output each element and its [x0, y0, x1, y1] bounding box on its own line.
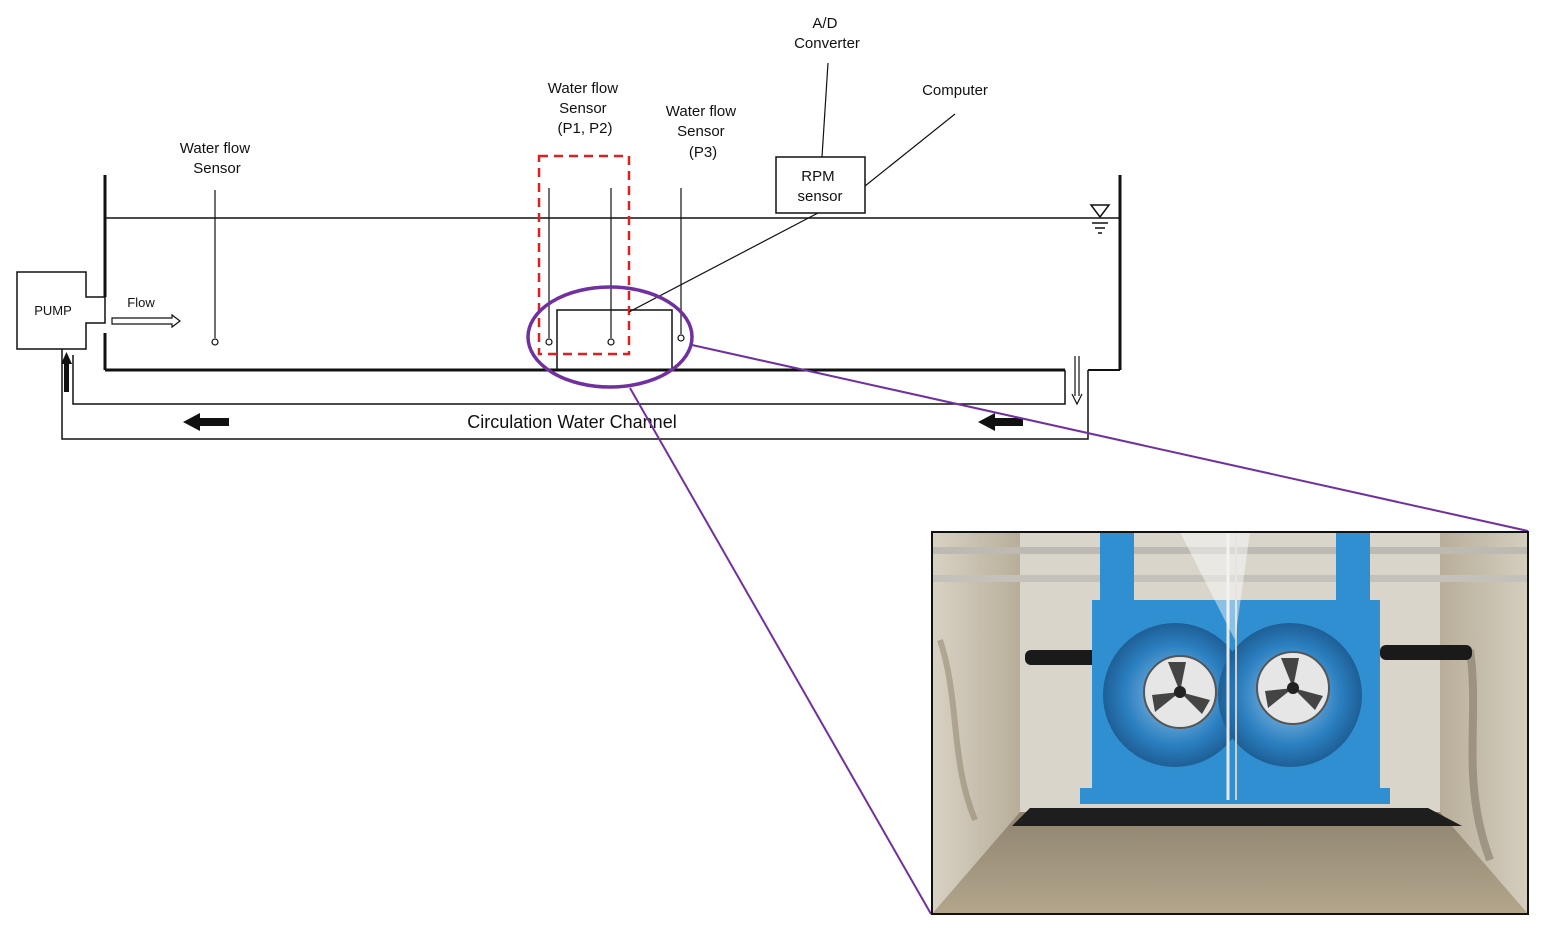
- rotor-right: [1256, 651, 1330, 725]
- turbine-model-box: [556, 309, 673, 371]
- flow-label: Flow: [127, 295, 155, 310]
- rpm-sensor-box: [775, 156, 866, 214]
- channel-label: Circulation Water Channel: [467, 412, 676, 432]
- p1-p2-sensor-label: Water flow Sensor (P1, P2): [548, 80, 622, 137]
- pump-label: PUMP: [34, 303, 72, 318]
- p1-p2-dashed-box: [537, 154, 631, 356]
- water-flow-sensor-p3: [677, 188, 685, 342]
- water-flow-sensor-p1: [545, 188, 553, 346]
- inlet-water-flow-sensor: [211, 190, 219, 346]
- connection-lines: [628, 62, 956, 313]
- inlet-sensor-label: Water flow Sensor: [180, 140, 254, 177]
- rpm-sensor-label: RPM sensor: [797, 168, 842, 205]
- left-arrow-icon: [183, 413, 229, 431]
- rotor-left: [1143, 655, 1217, 729]
- water-flow-sensor-p2: [607, 188, 615, 346]
- circulation-channel: [61, 349, 1089, 440]
- flow-arrow-icon: [111, 313, 181, 329]
- turbine-photo: [932, 532, 1528, 914]
- down-arrow-icon: [1071, 356, 1083, 406]
- water-level-symbol-icon: [1089, 204, 1111, 234]
- ad-converter-label: A/D Converter: [794, 15, 860, 52]
- up-arrow-icon: [61, 352, 72, 392]
- p3-sensor-label: Water flow Sensor (P3): [666, 103, 740, 161]
- highlight-ellipse: [526, 285, 694, 389]
- pump: [16, 271, 106, 350]
- computer-label: Computer: [922, 82, 988, 99]
- zoom-lines: [629, 344, 1529, 915]
- photo-border: [931, 531, 1529, 915]
- left-arrow-icon: [978, 413, 1023, 431]
